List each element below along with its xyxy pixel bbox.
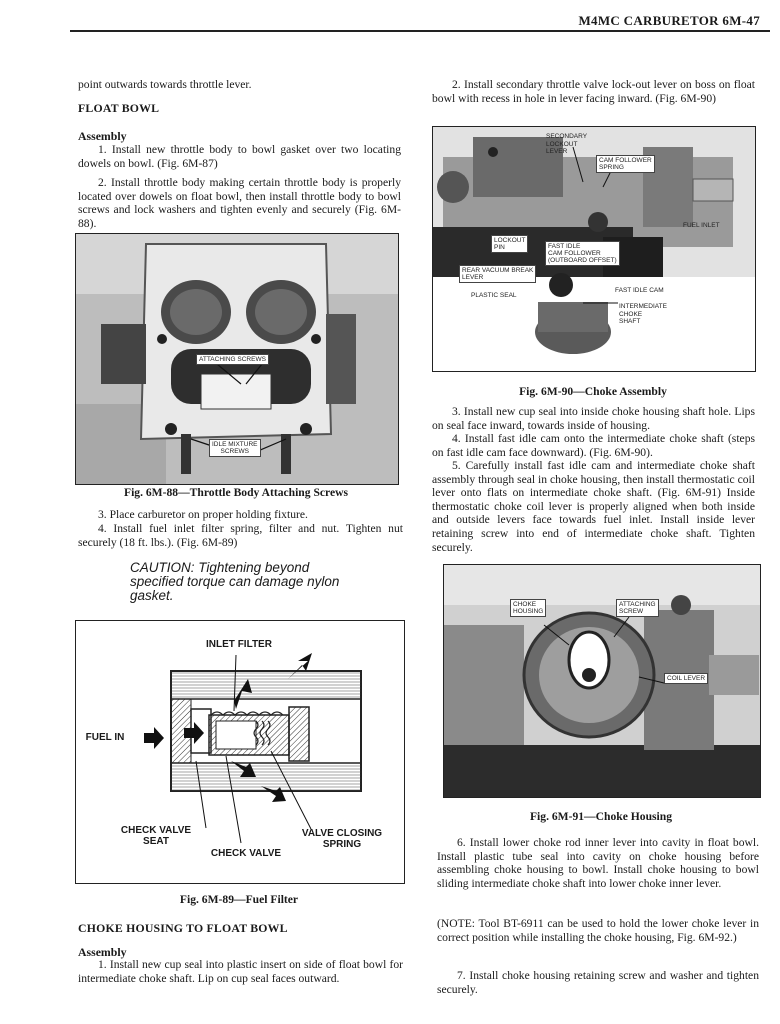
choke-housing-illustration xyxy=(444,565,760,797)
tool-note: (NOTE: Tool BT-6911 can be used to hold … xyxy=(437,917,759,944)
float-bowl-heading: FLOAT BOWL xyxy=(78,101,160,115)
header-rule xyxy=(70,30,770,32)
fig-89-diagram: INLET FILTER FUEL IN CHECK VALVE SEAT CH… xyxy=(75,620,405,884)
label-fuel-inlet: FUEL INLET xyxy=(683,222,720,229)
fig-90-caption: Fig. 6M-90—Choke Assembly xyxy=(519,385,667,398)
label-lockout-pin: LOCKOUT PIN xyxy=(491,235,529,253)
throttle-body-illustration xyxy=(76,234,398,484)
label-coil-lever: COIL LEVER xyxy=(664,673,709,684)
choke-step-4: 4. Install fast idle cam onto the interm… xyxy=(432,432,755,459)
fig-88-caption: Fig. 6M-88—Throttle Body Attaching Screw… xyxy=(123,486,349,499)
label-choke-housing: CHOKE HOUSING xyxy=(510,599,547,617)
label-intermediate-choke-shaft: INTERMEDIATE CHOKE SHAFT xyxy=(619,303,667,325)
float-step-2: 2. Install throttle body making certain … xyxy=(78,176,401,230)
float-step-3: 3. Place carburetor on proper holding fi… xyxy=(98,508,308,521)
fuel-filter-illustration xyxy=(144,653,362,844)
assembly-heading-2: Assembly xyxy=(78,945,127,959)
choke-step-7: 7. Install choke housing retaining screw… xyxy=(437,969,759,996)
label-fuel-in: FUEL IN xyxy=(85,732,125,743)
choke-step-2: 2. Install secondary throttle valve lock… xyxy=(432,78,755,105)
choke-step-1: 1. Install new cup seal into plastic ins… xyxy=(78,958,403,985)
fig-91-caption: Fig. 6M-91—Choke Housing xyxy=(529,810,673,823)
choke-assembly-illustration xyxy=(433,127,755,371)
label-secondary-lockout-lever: SECONDARY LOCKOUT LEVER xyxy=(546,133,588,155)
choke-step-6: 6. Install lower choke rod inner lever i… xyxy=(437,836,759,890)
label-attaching-screw: ATTACHING SCREW xyxy=(616,599,659,617)
fig-90-photo: SECONDARY LOCKOUT LEVER CAM FOLLOWER SPR… xyxy=(432,126,756,372)
fig-91-photo: CHOKE HOUSING ATTACHING SCREW COIL LEVER xyxy=(443,564,761,798)
choke-step-5: 5. Carefully install fast idle cam and i… xyxy=(432,459,755,554)
label-plastic-seal: PLASTIC SEAL xyxy=(471,292,517,299)
page-header: M4MC CARBURETOR 6M-47 xyxy=(578,13,760,28)
float-step-1: 1. Install new throttle body to bowl gas… xyxy=(78,143,401,170)
label-inlet-filter: INLET FILTER xyxy=(206,639,272,650)
intro-text: point outwards towards throttle lever. xyxy=(78,78,252,91)
label-fast-idle-cam: FAST IDLE CAM xyxy=(615,287,664,294)
label-check-valve-seat: CHECK VALVE SEAT xyxy=(120,825,192,847)
fig-88-photo: ATTACHING SCREWS IDLE MIXTURE SCREWS xyxy=(75,233,399,485)
assembly-heading: Assembly xyxy=(78,129,127,143)
label-attaching-screws: ATTACHING SCREWS xyxy=(196,354,269,365)
label-idle-mixture-screws: IDLE MIXTURE SCREWS xyxy=(209,439,261,457)
fig-89-caption: Fig. 6M-89—Fuel Filter xyxy=(179,893,299,906)
float-step-4: 4. Install fuel inlet filter spring, fil… xyxy=(78,522,403,549)
choke-housing-heading: CHOKE HOUSING TO FLOAT BOWL xyxy=(78,921,288,935)
label-cam-follower-spring: CAM FOLLOWER SPRING xyxy=(596,155,655,173)
label-fast-idle-cam-follower: FAST IDLE CAM FOLLOWER (OUTBOARD OFFSET) xyxy=(545,241,620,266)
choke-step-3: 3. Install new cup seal into inside chok… xyxy=(432,405,755,432)
label-valve-closing-spring: VALVE CLOSING SPRING xyxy=(301,828,383,850)
label-rear-vacuum-break-lever: REAR VACUUM BREAK LEVER xyxy=(459,265,537,283)
caution-note: CAUTION: Tightening beyond specified tor… xyxy=(130,560,340,603)
label-check-valve: CHECK VALVE xyxy=(210,848,282,859)
